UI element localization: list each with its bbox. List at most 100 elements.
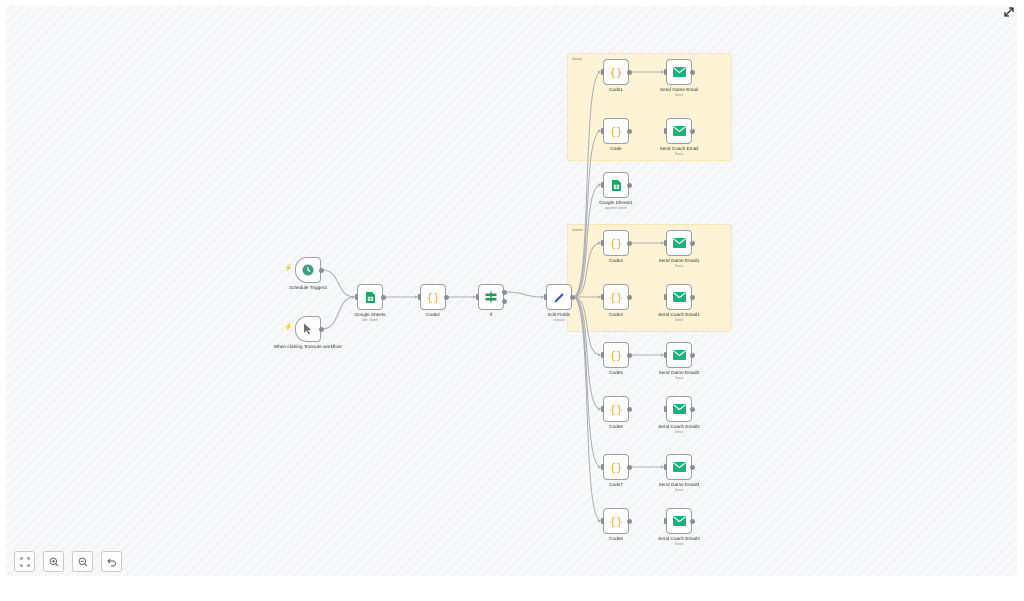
node-email_game3[interactable]: [666, 454, 692, 480]
node-email_game[interactable]: [666, 59, 692, 85]
output-port[interactable]: [690, 294, 695, 300]
output-port[interactable]: [627, 128, 632, 134]
output-port[interactable]: [690, 518, 695, 524]
connection-line[interactable]: [572, 296, 602, 356]
node-sheets1[interactable]: [603, 172, 629, 198]
node-email_coach2[interactable]: [666, 396, 692, 422]
output-port[interactable]: [690, 240, 695, 246]
input-port[interactable]: [544, 294, 547, 300]
output-port[interactable]: [319, 267, 324, 273]
node-code8[interactable]: {}: [603, 508, 629, 534]
input-port[interactable]: [664, 352, 667, 358]
google-sheets-icon: [365, 291, 375, 303]
zoom-to-fit-button[interactable]: [14, 551, 35, 572]
output-port[interactable]: [381, 294, 386, 300]
output-port[interactable]: [627, 294, 632, 300]
input-port[interactable]: [601, 182, 604, 188]
input-port[interactable]: [601, 352, 604, 358]
node-subtitle: Send: [675, 264, 683, 268]
node-code1[interactable]: {}: [603, 59, 629, 85]
input-port[interactable]: [664, 464, 667, 470]
node-code3[interactable]: {}: [603, 284, 629, 310]
input-port[interactable]: [664, 69, 667, 75]
connection-line[interactable]: [572, 184, 602, 298]
output-port[interactable]: [627, 518, 632, 524]
node-email_coach1[interactable]: [666, 284, 692, 310]
input-port[interactable]: [601, 240, 604, 246]
node-code4[interactable]: {}: [603, 230, 629, 256]
node-code[interactable]: {}: [603, 118, 629, 144]
sticky-note-away[interactable]: Away: [567, 53, 732, 161]
zoom-out-button[interactable]: [72, 551, 93, 572]
node-schedule[interactable]: [295, 257, 321, 283]
node-subtitle: Send: [675, 488, 683, 492]
output-port[interactable]: [627, 69, 632, 75]
input-port[interactable]: [664, 240, 667, 246]
connection-arrow: [598, 519, 601, 523]
output-port[interactable]: [690, 128, 695, 134]
node-code7[interactable]: {}: [603, 454, 629, 480]
input-port[interactable]: [664, 518, 667, 524]
input-port[interactable]: [601, 128, 604, 134]
output-port[interactable]: [502, 298, 507, 304]
node-email_coach[interactable]: [666, 118, 692, 144]
zoom-in-button[interactable]: [43, 551, 64, 572]
input-port[interactable]: [601, 69, 604, 75]
connection-line[interactable]: [504, 291, 545, 298]
fullscreen-button[interactable]: [1004, 4, 1014, 22]
connection-line[interactable]: [572, 71, 602, 298]
node-email_coach3[interactable]: [666, 508, 692, 534]
input-port[interactable]: [476, 294, 479, 300]
input-port[interactable]: [601, 464, 604, 470]
output-port[interactable]: [444, 294, 449, 300]
connection-arrow: [598, 295, 601, 299]
node-email_game1[interactable]: [666, 230, 692, 256]
node-code2[interactable]: {}: [420, 284, 446, 310]
output-port[interactable]: [627, 240, 632, 246]
input-port[interactable]: [664, 406, 667, 412]
output-port[interactable]: [627, 406, 632, 412]
input-port[interactable]: [601, 294, 604, 300]
node-manual[interactable]: [295, 316, 321, 342]
output-port[interactable]: [690, 352, 695, 358]
output-port[interactable]: [627, 464, 632, 470]
connection-line[interactable]: [572, 296, 602, 410]
node-if[interactable]: [478, 284, 504, 310]
output-port[interactable]: [690, 464, 695, 470]
output-port[interactable]: [502, 289, 507, 295]
input-port[interactable]: [664, 128, 667, 134]
output-port[interactable]: [570, 294, 575, 300]
output-port[interactable]: [690, 406, 695, 412]
sticky-note-home[interactable]: Home: [567, 224, 732, 332]
connection-arrow: [661, 353, 664, 357]
code-braces-icon: {}: [609, 460, 623, 474]
connection-line[interactable]: [572, 296, 602, 468]
output-port[interactable]: [627, 182, 632, 188]
connection-line[interactable]: [572, 242, 602, 298]
cursor-icon: [303, 323, 313, 335]
connection-line[interactable]: [572, 130, 602, 298]
envelope-icon: [672, 350, 686, 360]
input-port[interactable]: [355, 294, 358, 300]
connection-line[interactable]: [572, 296, 602, 522]
node-code5[interactable]: {}: [603, 342, 629, 368]
output-port[interactable]: [319, 326, 324, 332]
node-edit[interactable]: [546, 284, 572, 310]
output-port[interactable]: [690, 69, 695, 75]
node-sheets[interactable]: [357, 284, 383, 310]
input-port[interactable]: [601, 406, 604, 412]
reset-zoom-button[interactable]: [101, 551, 122, 572]
code-braces-icon: {}: [609, 402, 623, 416]
node-label: Send Game Email2: [658, 370, 700, 375]
input-port[interactable]: [601, 518, 604, 524]
input-port[interactable]: [664, 294, 667, 300]
connection-line[interactable]: [321, 296, 356, 330]
connection-arrow: [598, 183, 601, 187]
trigger-bolt-icon: ⚡: [284, 324, 293, 331]
input-port[interactable]: [418, 294, 421, 300]
output-port[interactable]: [627, 352, 632, 358]
connection-line[interactable]: [321, 269, 356, 298]
node-email_game2[interactable]: [666, 342, 692, 368]
node-code6[interactable]: {}: [603, 396, 629, 422]
